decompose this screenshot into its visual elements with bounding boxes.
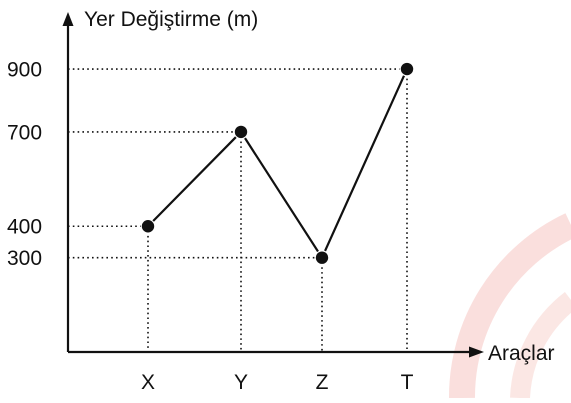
y-tick-label: 300 xyxy=(7,247,42,270)
axes xyxy=(62,12,484,358)
watermark-logo xyxy=(448,213,571,399)
y-tick-label: 700 xyxy=(7,121,42,144)
series-line xyxy=(147,68,409,260)
watermark-arc-inner xyxy=(510,292,571,399)
data-point-Y xyxy=(233,124,249,140)
y-tick-label: 900 xyxy=(7,59,42,82)
data-point-X xyxy=(140,218,156,234)
y-axis-label: Yer Değiştirme (m) xyxy=(84,8,258,31)
x-axis-label: Araçlar xyxy=(488,342,555,365)
y-tick-labels: 300 400 700 900 xyxy=(7,59,42,271)
x-tick-label: X xyxy=(141,371,155,394)
y-axis-arrow-icon xyxy=(62,12,74,26)
x-tick-label: Z xyxy=(316,371,329,394)
series-group xyxy=(140,61,415,266)
x-axis-arrow-icon xyxy=(469,346,484,358)
guide-lines xyxy=(68,68,408,352)
data-point-T xyxy=(399,61,415,77)
watermark-arc-outer xyxy=(448,213,571,399)
x-tick-label: T xyxy=(401,371,414,394)
y-tick-label: 400 xyxy=(7,216,42,239)
x-tick-label: Y xyxy=(234,371,248,394)
data-point-Z xyxy=(314,250,330,266)
